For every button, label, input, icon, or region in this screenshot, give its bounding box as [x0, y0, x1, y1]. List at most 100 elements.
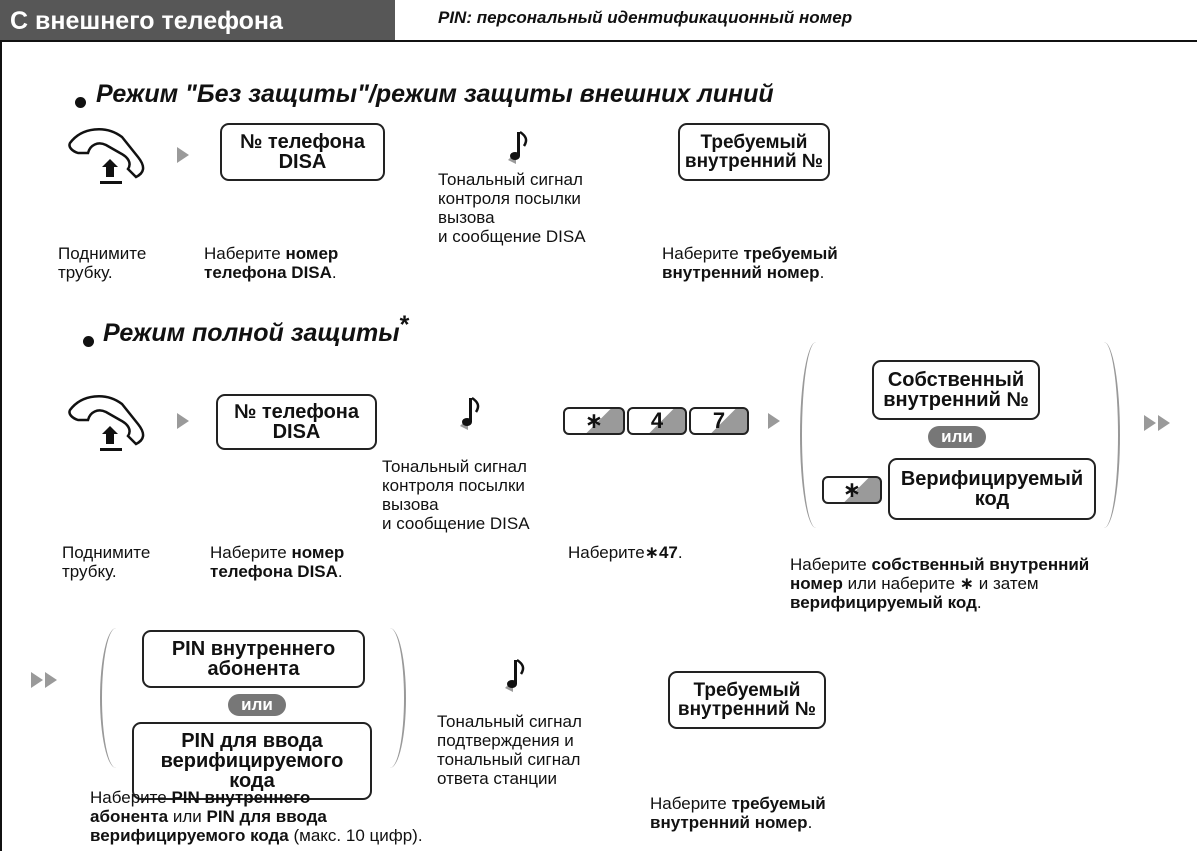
double-arrow-icon [1144, 415, 1156, 431]
disa-box-line1: № телефона [234, 401, 359, 423]
tone-line2: контроля посылки [382, 476, 525, 495]
header-title: С внешнего телефона [0, 0, 395, 42]
ext-box-line2: внутренний № [684, 151, 824, 172]
caption-text: Наберите [90, 788, 172, 807]
or-badge: или [928, 426, 986, 448]
tone-note-icon [508, 130, 528, 164]
disa-box-line2: DISA [278, 151, 327, 173]
lift-caption: Поднимите трубку. [58, 244, 146, 282]
caption-text: Наберите [568, 543, 645, 562]
tone-line2: контроля посылки [438, 189, 581, 208]
caption-bold: верифицируемый код [790, 593, 977, 612]
tone-caption: Тональный сигнал контроля посылки вызова… [382, 457, 530, 533]
handset-lift-icon [68, 128, 145, 184]
section-title-no-protection: Режим "Без защиты"/режим защиты внешних … [96, 80, 774, 108]
tone-note-icon [505, 658, 525, 692]
dial-ext-caption: Наберите требуемый внутренний номер. [650, 794, 826, 832]
dial-disa-caption: Наберите номер телефона DISA. [210, 543, 344, 581]
caption-bold: номер [285, 244, 339, 263]
caption-text: Наберите [790, 555, 872, 574]
disa-box-line2: DISA [272, 421, 321, 443]
tone-line4: и сообщение DISA [382, 514, 530, 533]
tone-line1: Тональный сигнал [382, 457, 527, 476]
caption-text: . [819, 263, 825, 282]
pin-caption: Наберите PIN внутреннего абонента или PI… [90, 788, 423, 845]
caption-bold: PIN для ввода [206, 807, 327, 826]
tone-line3: вызова [438, 208, 495, 227]
own-box-line2: внутренний № [883, 389, 1029, 411]
double-arrow-icon [1158, 415, 1170, 431]
caption-text: . [677, 543, 683, 562]
caption-bold: телефона DISA [210, 562, 338, 581]
bullet-icon [75, 97, 86, 108]
lift-caption: Поднимите трубку. [62, 543, 150, 581]
lift-line1: Поднимите [62, 543, 151, 562]
or-badge: или [228, 694, 286, 716]
pin-code-line1: PIN для ввода [181, 730, 323, 752]
double-arrow-icon [45, 672, 57, 688]
confirm-tone-caption: Тональный сигнал подтверждения и тональн… [437, 712, 582, 788]
caption-text: Наберите [210, 543, 292, 562]
pin-ext-line1: PIN внутреннего [171, 638, 336, 660]
caption-bold: внутренний номер [662, 263, 820, 282]
key-star: ∗ [563, 407, 625, 435]
own-extension-box: Собственный внутренний № [872, 360, 1040, 420]
double-arrow-icon [31, 672, 43, 688]
footnote-asterisk: * [399, 311, 410, 339]
ext-box-line2: внутренний № [677, 699, 817, 720]
lift-line1: Поднимите [58, 244, 147, 263]
caption-bold: телефона DISA [204, 263, 332, 282]
caption-bold: верифицируемого кода [90, 826, 289, 845]
section-title-text: Режим полной защиты [103, 319, 400, 347]
caption-text: Наберите [650, 794, 732, 813]
left-paren [100, 628, 132, 768]
caption-text: или наберите [842, 574, 960, 593]
dial-disa-caption: Наберите номер телефона DISA. [204, 244, 338, 282]
caption-bold: номер [790, 574, 843, 593]
arrow-right-icon [768, 413, 780, 429]
arrow-right-icon [177, 413, 189, 429]
right-paren [374, 628, 406, 768]
dial-keys-caption: Наберите∗47. [568, 543, 683, 562]
caption-bold: ∗ [959, 574, 975, 593]
disa-number-box: № телефона DISA [216, 394, 377, 450]
lift-line2: трубку. [62, 562, 117, 581]
tone-note-icon [460, 396, 480, 430]
disa-box-line1: № телефона [240, 131, 365, 153]
header-note: PIN: персональный идентификационный номе… [438, 8, 853, 27]
verify-box-line1: Верифицируемый [900, 468, 1084, 490]
tone-line4: ответа станции [437, 769, 558, 788]
section-title-full-protection: Режим полной защиты* [103, 311, 409, 348]
header-divider [0, 40, 1197, 42]
left-paren [800, 342, 832, 528]
pin-extension-box: PIN внутреннего абонента [142, 630, 365, 688]
caption-bold: требуемый [731, 794, 826, 813]
caption-bold: PIN внутреннего [171, 788, 311, 807]
ext-box-line1: Требуемый [693, 680, 801, 701]
disa-number-box: № телефона DISA [220, 123, 385, 181]
required-extension-box: Требуемый внутренний № [678, 123, 830, 181]
pin-code-line2: верифицируемого [160, 750, 344, 772]
key-7: 7 [689, 407, 749, 435]
caption-text: . [807, 813, 813, 832]
left-frame-line [0, 42, 2, 851]
ext-box-line1: Требуемый [700, 132, 808, 153]
pin-verify-code-box: PIN для ввода верифицируемого кода [132, 722, 372, 800]
caption-bold: номер [291, 543, 345, 562]
tone-line1: Тональный сигнал [438, 170, 583, 189]
pin-ext-line2: абонента [207, 658, 300, 680]
caption-bold: ∗47 [644, 543, 678, 562]
own-ext-caption: Наберите собственный внутренний номер ил… [790, 555, 1089, 612]
caption-bold: абонента [90, 807, 169, 826]
lift-line2: трубку. [58, 263, 113, 282]
tone-line3: вызова [382, 495, 439, 514]
caption-bold: собственный внутренний [871, 555, 1090, 574]
key-4: 4 [627, 407, 687, 435]
caption-text: или [168, 807, 207, 826]
tone-line3: тональный сигнал [437, 750, 581, 769]
caption-text: . [337, 562, 343, 581]
caption-text: (макс. 10 цифр). [288, 826, 423, 845]
caption-text: и затем [974, 574, 1039, 593]
caption-text: Наберите [662, 244, 744, 263]
handset-lift-icon [68, 395, 145, 451]
